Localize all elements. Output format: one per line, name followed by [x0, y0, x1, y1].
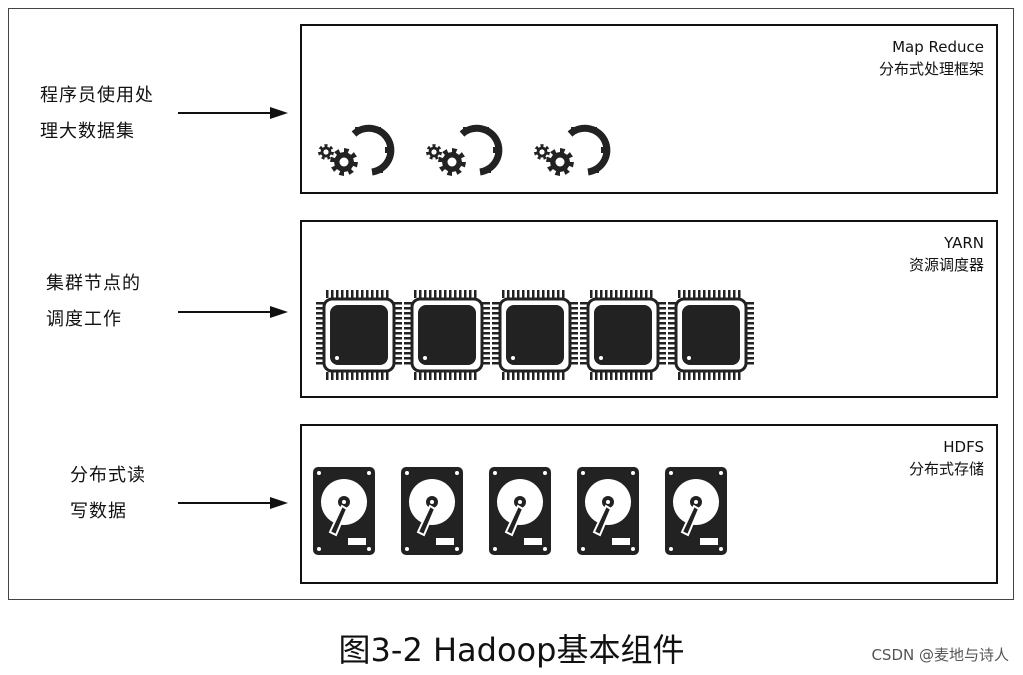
cpu-chip-icon [580, 290, 666, 380]
hdfs-description: 分布式读 写数据 [70, 458, 146, 530]
diagram-frame [8, 8, 1014, 600]
hard-disk-icon [313, 467, 375, 555]
mapreduce-description-line1: 程序员使用处 [40, 85, 154, 106]
cpu-chip-icon [404, 290, 490, 380]
hard-disk-icon [665, 467, 727, 555]
arrow-icon [178, 306, 288, 318]
hdfs-description-line2: 写数据 [70, 501, 127, 522]
hard-disk-icon [401, 467, 463, 555]
hard-disk-icon [577, 467, 639, 555]
figure-caption: 图3-2 Hadoop基本组件 [338, 631, 685, 669]
hdfs-title-block: HDFS 分布式存储 [909, 436, 984, 480]
yarn-description-line1: 集群节点的 [46, 273, 141, 294]
yarn-title: YARN [944, 234, 984, 252]
mapreduce-subtitle: 分布式处理框架 [878, 60, 984, 78]
mapreduce-description-line2: 理大数据集 [40, 121, 135, 142]
mapreduce-layer: Map Reduce 分布式处理框架 [300, 24, 998, 194]
mapreduce-title-block: Map Reduce 分布式处理框架 [879, 36, 984, 80]
hdfs-title: HDFS [943, 438, 984, 456]
yarn-title-block: YARN 资源调度器 [909, 232, 984, 276]
hdfs-description-line1: 分布式读 [70, 465, 146, 486]
arrow-icon [178, 497, 288, 509]
yarn-description-line2: 调度工作 [46, 309, 122, 330]
yarn-subtitle: 资源调度器 [908, 256, 984, 274]
yarn-layer: YARN 资源调度器 [300, 220, 998, 398]
mapreduce-title: Map Reduce [892, 38, 984, 56]
mapreduce-description: 程序员使用处 理大数据集 [40, 78, 154, 150]
gears-icon [534, 124, 611, 176]
cpu-chip-icon [492, 290, 578, 380]
cpu-chip-icon [316, 290, 402, 380]
yarn-description: 集群节点的 调度工作 [46, 266, 141, 338]
gears-icon [426, 124, 503, 176]
cpu-chip-icon [668, 290, 754, 380]
arrow-icon [178, 107, 288, 119]
hdfs-subtitle: 分布式存储 [908, 460, 984, 478]
hdfs-layer: HDFS 分布式存储 [300, 424, 998, 584]
watermark: CSDN @麦地与诗人 [871, 646, 1009, 664]
gears-icon [318, 124, 395, 176]
hard-disk-icon [489, 467, 551, 555]
